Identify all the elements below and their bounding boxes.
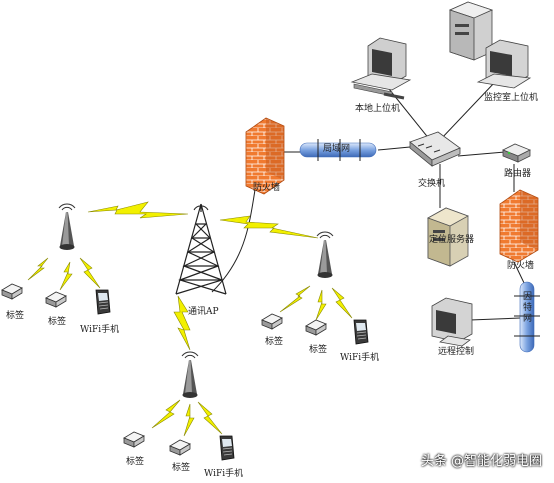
wifi-phone-icon	[353, 319, 369, 345]
lightning-bolt	[315, 289, 327, 321]
server-tower-icon	[448, 1, 494, 61]
watermark: 头条 @智能化弱电圈	[420, 454, 542, 469]
switch-icon	[409, 131, 461, 167]
wifi-phone-icon	[95, 289, 111, 315]
lightning-bolt	[183, 403, 195, 437]
lightning-bolt	[331, 287, 353, 319]
router-icon	[502, 143, 531, 163]
remote-control-computer-icon	[431, 297, 473, 347]
internet-label: 因特网	[523, 292, 533, 324]
firewall-left-label: 防火墙	[253, 183, 281, 193]
link-remote-internet	[469, 317, 521, 321]
internet-pipe-icon	[514, 281, 540, 353]
link-local-host-switch	[384, 83, 431, 141]
lightning-bolt	[173, 295, 191, 351]
lightning-bolt	[27, 257, 49, 281]
tag-label: 标签	[126, 457, 145, 467]
link-firewall-ap	[211, 171, 259, 293]
firewall-right-label: 防火墙	[507, 261, 535, 271]
local-host-computer-icon	[350, 37, 412, 100]
tag-device-icon	[169, 439, 191, 456]
link-lan-switch	[377, 146, 411, 151]
tag-label: 标签	[48, 317, 67, 327]
remote-label: 远程控制	[438, 347, 475, 357]
lightning-bolt	[151, 399, 181, 429]
link-monitor-host-switch	[439, 81, 496, 141]
router-label: 路由器	[504, 169, 532, 179]
lightning-bolt	[219, 215, 319, 239]
tag-device-icon	[45, 291, 67, 308]
server-icon	[427, 207, 469, 267]
tag-label: 标签	[309, 345, 328, 355]
lightning-bolt	[87, 201, 189, 219]
wireless-links	[27, 201, 353, 437]
access-point-icon	[58, 203, 76, 251]
switch-label: 交换机	[418, 179, 446, 189]
tag-label: 标签	[172, 463, 191, 473]
wifi-phone-icon	[219, 435, 235, 461]
tag-label: 标签	[6, 311, 25, 321]
server-label: 定位服务器	[429, 235, 475, 245]
link-switch-router	[457, 151, 506, 157]
connection-lines	[211, 81, 526, 321]
wifi-phone-label: WiFi手机	[340, 353, 380, 363]
lightning-bolt	[59, 261, 73, 291]
tag-device-icon	[1, 283, 23, 300]
tag-device-icon	[305, 319, 327, 336]
firewall-left-icon	[245, 117, 285, 195]
lan-pipe-icon	[299, 139, 377, 161]
monitor-host-label: 监控室上位机	[484, 93, 539, 103]
access-point-icon	[316, 231, 334, 279]
link-firewall-internet	[513, 261, 526, 286]
lightning-bolt	[197, 401, 223, 435]
tag-label: 标签	[265, 337, 284, 347]
wifi-phone-label: WiFi手机	[80, 325, 120, 335]
lightning-bolt	[279, 285, 311, 313]
monitor-room-computer-icon	[476, 39, 532, 89]
lightning-bolt	[79, 257, 101, 289]
ap-tower	[175, 203, 227, 295]
local-host-label: 本地上位机	[355, 104, 401, 114]
tag-device-icon	[261, 313, 283, 330]
tag-device-icon	[123, 431, 145, 448]
lan-label: 局域网	[323, 144, 351, 154]
wifi-phone-label: WiFi手机	[204, 469, 244, 479]
firewall-right-icon	[499, 189, 539, 263]
access-point-icon	[181, 351, 199, 399]
ap-label: 通讯AP	[188, 307, 219, 317]
